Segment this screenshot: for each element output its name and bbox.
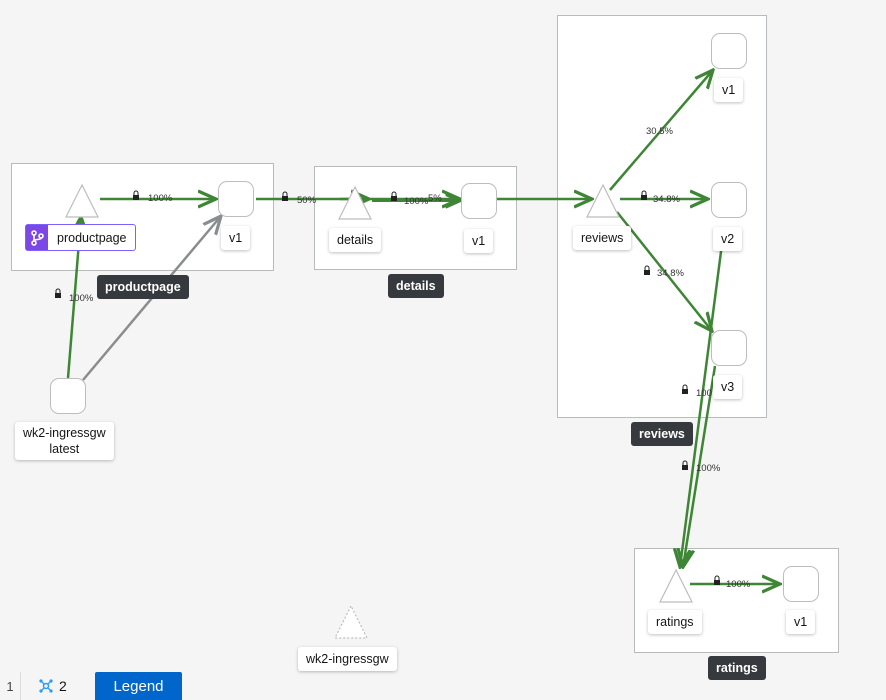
service-node-details[interactable] bbox=[338, 185, 372, 220]
group-label-reviews[interactable]: reviews bbox=[631, 422, 693, 446]
label-reviews-v3: v3 bbox=[713, 375, 743, 399]
group-label-details[interactable]: details bbox=[388, 274, 444, 298]
edge-label-ratings-v1-text: 100% bbox=[726, 579, 751, 590]
topology-icon bbox=[38, 678, 54, 694]
workload-node-details-v1[interactable] bbox=[461, 183, 497, 219]
label-ingress-unknown: wk2-ingressgw bbox=[298, 647, 397, 671]
edge-reviews-to-v1[interactable] bbox=[609, 70, 713, 191]
edge-v3-to-ratings[interactable] bbox=[683, 365, 717, 567]
label-ingress-workload: wk2-ingressgw latest bbox=[15, 422, 114, 460]
workload-node-ingress[interactable] bbox=[50, 378, 86, 414]
label-reviews-v2: v2 bbox=[713, 227, 743, 251]
productpage-service-tag-label: productpage bbox=[57, 230, 127, 245]
edge-label-details: 50% bbox=[282, 191, 317, 206]
edge-label-reviews-v1-text: 30.5% bbox=[646, 126, 673, 137]
edge-label-reviews-v2: 34.8% bbox=[641, 190, 680, 205]
edge-label-reviews-v2-text: 34.8% bbox=[653, 194, 680, 205]
workload-node-productpage-v1[interactable] bbox=[218, 181, 254, 217]
edge-label-v3-ratings: 100 bbox=[682, 384, 712, 399]
edge-label-details-text: 50% bbox=[297, 195, 317, 206]
edge-label-reviews-v1: 30.5% bbox=[646, 126, 673, 137]
label-details-v1: v1 bbox=[464, 229, 494, 253]
namespace-count-button[interactable]: 2 bbox=[38, 672, 67, 700]
edge-label-v3-ratings-text: 100 bbox=[696, 388, 712, 399]
label-ratings-v1: v1 bbox=[786, 610, 816, 634]
branch-icon bbox=[26, 225, 48, 250]
edge-label-v2-ratings: 100% bbox=[682, 460, 721, 474]
edge-label-details-v1-text: 100% bbox=[404, 196, 429, 207]
edge-label-reviews-v3: 34.8% bbox=[644, 265, 684, 279]
workload-node-reviews-v2[interactable] bbox=[711, 182, 747, 218]
namespace-count: 2 bbox=[59, 678, 67, 694]
edge-label-ingress: 100% bbox=[55, 288, 94, 304]
label-ingress-workload-name: wk2-ingressgw bbox=[23, 426, 106, 440]
workload-node-reviews-v1[interactable] bbox=[711, 33, 747, 69]
productpage-service-tag[interactable]: productpage bbox=[25, 224, 136, 251]
label-ratings-svc: ratings bbox=[648, 610, 702, 634]
edge-label-reviews-v3-text: 34.8% bbox=[657, 268, 684, 279]
label-productpage-v1: v1 bbox=[221, 226, 251, 250]
edge-label-productpage-v1: 100% bbox=[133, 190, 173, 204]
edge-label-details-overlap-text: 5% bbox=[428, 193, 442, 204]
workload-node-ratings-v1[interactable] bbox=[783, 566, 819, 602]
group-label-productpage[interactable]: productpage bbox=[97, 275, 189, 299]
label-details-svc: details bbox=[329, 228, 382, 252]
edge-label-ratings-v1: 100% bbox=[714, 575, 751, 590]
edge-reviews-to-v3[interactable] bbox=[616, 211, 712, 331]
group-label-ratings[interactable]: ratings bbox=[708, 656, 766, 680]
legend-button[interactable]: Legend bbox=[95, 672, 182, 700]
edge-label-details-v1: 100% 5% bbox=[391, 191, 442, 207]
label-reviews-v1: v1 bbox=[714, 78, 744, 102]
service-node-productpage[interactable] bbox=[65, 183, 99, 218]
graph-toolbar: 1 2 Legend bbox=[0, 672, 886, 700]
edge-label-ingress-text: 100% bbox=[69, 293, 94, 304]
edge-v2-to-ratings[interactable] bbox=[680, 243, 724, 567]
edge-label-productpage-v1-text: 100% bbox=[148, 193, 173, 204]
workload-node-reviews-v3[interactable] bbox=[711, 330, 747, 366]
page-number: 1 bbox=[0, 672, 21, 700]
edge-label-v2-ratings-text: 100% bbox=[696, 463, 721, 474]
label-ingress-workload-version: latest bbox=[49, 442, 80, 456]
service-node-reviews[interactable] bbox=[586, 183, 620, 218]
label-reviews-svc: reviews bbox=[573, 226, 632, 250]
service-node-ingress-unknown[interactable] bbox=[334, 604, 368, 639]
service-node-ratings[interactable] bbox=[659, 568, 693, 603]
